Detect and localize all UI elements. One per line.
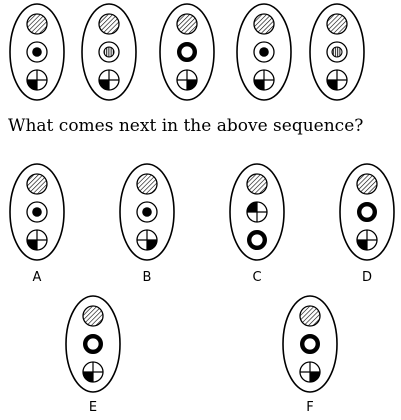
hatch-icon (176, 13, 198, 35)
hatch-icon (246, 173, 268, 195)
option-label: B (142, 270, 152, 285)
option-label: C (252, 270, 262, 285)
hatch-icon (356, 173, 378, 195)
dot-icon (253, 41, 275, 63)
quarter-bottom-right-icon (136, 229, 158, 251)
quarter-bottom-left-icon (356, 229, 378, 251)
sequence-card (81, 3, 137, 101)
option-card[interactable] (65, 295, 121, 393)
answer-options (9, 163, 395, 393)
option-card[interactable] (119, 163, 175, 261)
hatch-icon (26, 13, 48, 35)
dot-icon (26, 41, 48, 63)
hatch-icon (82, 305, 104, 327)
option-label: E (88, 400, 98, 415)
sequence-row (9, 3, 365, 101)
option-label: A (32, 270, 42, 285)
option-card[interactable] (339, 163, 395, 261)
sequence-card (9, 3, 65, 101)
ring-icon (82, 334, 103, 355)
ring-icon (176, 42, 197, 63)
hatch-icon (136, 173, 158, 195)
quarter-bottom-left-icon (326, 69, 348, 91)
option-card[interactable] (282, 295, 338, 393)
quarter-bottom-left-icon (253, 69, 275, 91)
quarter-bottom-left-icon (82, 361, 104, 383)
option-card[interactable] (9, 163, 65, 261)
sequence-card (236, 3, 292, 101)
striped-dot-icon (326, 41, 348, 63)
ring-icon (246, 229, 267, 250)
option-label: F (306, 400, 314, 415)
option-card[interactable] (229, 163, 285, 261)
sequence-card (309, 3, 365, 101)
quarter-bottom-right-icon (299, 361, 321, 383)
striped-dot-icon (98, 41, 120, 63)
option-label: D (361, 270, 372, 285)
ring-icon (357, 201, 378, 222)
quarter-top-left-icon (246, 201, 268, 223)
quarter-bottom-left-icon (26, 229, 48, 251)
question-text: What comes next in the above sequence? (8, 116, 364, 136)
hatch-icon (26, 173, 48, 195)
hatch-icon (326, 13, 348, 35)
quarter-bottom-right-icon (176, 69, 198, 91)
hatch-icon (253, 13, 275, 35)
quarter-bottom-left-icon (98, 69, 120, 91)
dot-icon (136, 201, 158, 223)
sequence-card (159, 3, 215, 101)
dot-icon (26, 201, 48, 223)
hatch-icon (98, 13, 120, 35)
quarter-bottom-left-icon (26, 69, 48, 91)
ring-icon (300, 334, 321, 355)
hatch-icon (299, 305, 321, 327)
